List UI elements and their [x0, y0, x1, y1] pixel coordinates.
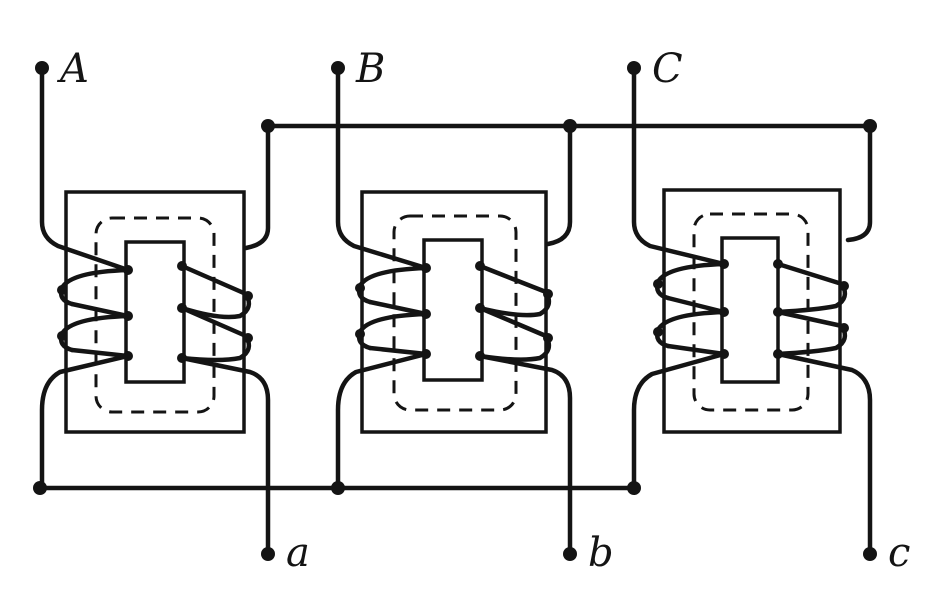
- primary-return-c: [631, 351, 727, 491]
- transformer-unit-c: [631, 67, 873, 555]
- winding-dot: [355, 283, 365, 293]
- winding-dot: [543, 333, 553, 343]
- winding-dot: [475, 351, 485, 361]
- winding-dot: [543, 289, 553, 299]
- core-window-b: [422, 238, 484, 382]
- winding-dot: [475, 303, 485, 313]
- secondary-lead-c: [845, 123, 873, 243]
- winding-dot: [57, 285, 67, 295]
- winding-dot: [421, 309, 431, 319]
- junction-dot: [33, 481, 47, 495]
- winding-dot: [839, 323, 849, 333]
- winding-dot: [773, 349, 783, 359]
- winding-dot: [839, 281, 849, 291]
- junction-dot: [563, 119, 577, 133]
- winding-dot: [421, 263, 431, 273]
- terminal-dot: [261, 547, 275, 561]
- primary-lead-c: [631, 67, 727, 267]
- winding-dot: [123, 351, 133, 361]
- transformer-unit-a: [39, 67, 271, 555]
- winding-dot: [123, 265, 133, 275]
- terminal-dot: [863, 547, 877, 561]
- winding-dot: [773, 307, 783, 317]
- core-window-c: [720, 236, 780, 384]
- terminal-dot: [627, 61, 641, 75]
- junction-dot: [261, 119, 275, 133]
- winding-dot: [653, 327, 663, 337]
- winding-dot: [177, 303, 187, 313]
- terminal-dot: [331, 61, 345, 75]
- flux-path-a: [94, 216, 216, 414]
- winding-dot: [243, 291, 253, 301]
- winding-dot: [243, 333, 253, 343]
- winding-dot: [57, 331, 67, 341]
- winding-dot: [177, 261, 187, 271]
- winding-dot: [719, 349, 729, 359]
- terminal-label-c: c: [888, 530, 910, 576]
- core-outer-c: [662, 188, 842, 434]
- winding-dot: [177, 353, 187, 363]
- secondary-lead-b: [545, 123, 573, 247]
- winding-dot: [719, 259, 729, 269]
- core-outer-b: [360, 190, 548, 434]
- core-window-a: [124, 240, 186, 384]
- terminal-dot: [35, 61, 49, 75]
- transformer-unit-b: [335, 67, 573, 555]
- terminal-dot: [563, 547, 577, 561]
- core-outer-a: [64, 190, 246, 434]
- terminal-label-B: B: [355, 46, 385, 92]
- winding-dot: [773, 259, 783, 269]
- winding-dot: [421, 349, 431, 359]
- terminal-label-A: A: [56, 46, 89, 92]
- winding-dot: [653, 279, 663, 289]
- winding-dot: [475, 261, 485, 271]
- junction-dot: [331, 481, 345, 495]
- winding-dot: [123, 311, 133, 321]
- terminal-label-a: a: [286, 530, 310, 576]
- primary-return-b: [335, 351, 429, 491]
- primary-lead-a: [39, 67, 131, 273]
- winding-dot: [719, 307, 729, 317]
- winding-dot: [355, 329, 365, 339]
- junction-dot: [627, 481, 641, 495]
- primary-return-a: [39, 353, 131, 491]
- flux-path-b: [392, 214, 518, 412]
- primary-lead-b: [335, 67, 429, 271]
- secondary-lead-a: [243, 123, 271, 251]
- junction-dot: [863, 119, 877, 133]
- terminal-label-b: b: [588, 530, 614, 576]
- terminal-label-C: C: [652, 46, 683, 92]
